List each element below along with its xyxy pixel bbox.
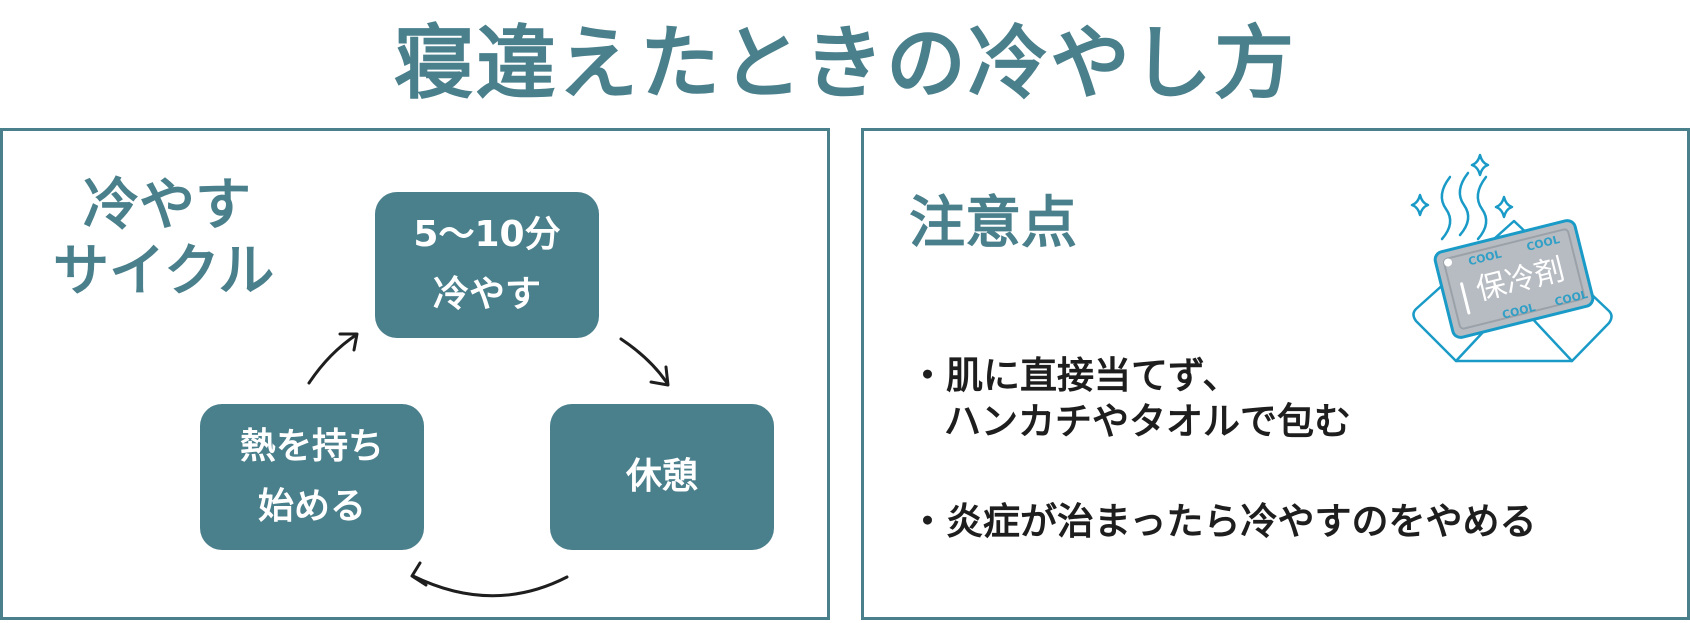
- cycle-label-line2: サイクル: [53, 239, 275, 304]
- page-title: 寝違えたときの冷やし方: [394, 17, 1296, 110]
- sparkle-icon: [1494, 195, 1514, 219]
- notes-panel: 注意点 ・肌に直接当てず、 ハンカチやタオルで包む ・炎症が治まったら冷やすのを…: [861, 128, 1690, 620]
- cycle-step-rest: 休憩: [550, 404, 774, 550]
- cycle-label: 冷やす サイクル: [53, 173, 274, 305]
- cycle-step-heat: 熱を持ち 始める: [200, 404, 424, 550]
- cycle-step-cool-line2: 冷やす: [432, 274, 541, 315]
- cycle-step-heat-line1: 熱を持ち: [239, 426, 384, 467]
- sparkle-icon: [1470, 153, 1490, 177]
- arrow-icon: [410, 561, 569, 598]
- cycle-step-heat-line2: 始める: [257, 486, 366, 527]
- cold-pack-icon: COOL COOL COOL COOL 保冷剤: [1410, 153, 1613, 363]
- cycle-step-cool: 5〜10分 冷やす: [375, 192, 599, 338]
- note-item-line2: ハンカチやタオルで包む: [944, 400, 1351, 443]
- note-item-line1: ・肌に直接当てず、: [909, 354, 1240, 397]
- note-item: ・肌に直接当てず、 ハンカチやタオルで包む: [909, 353, 1351, 445]
- arrow-icon: [307, 332, 359, 385]
- cycle-arrows: [307, 332, 670, 598]
- sparkle-icon: [1410, 193, 1430, 217]
- cycle-step-cool-line1: 5〜10分: [413, 214, 561, 255]
- note-item-line1: ・炎症が治まったら冷やすのをやめる: [909, 500, 1537, 543]
- arrow-icon: [619, 337, 670, 387]
- cycle-step-rest-line1: 休憩: [625, 456, 698, 497]
- notes-title: 注意点: [909, 191, 1077, 256]
- cold-wave-icon: [1440, 171, 1488, 241]
- note-item: ・炎症が治まったら冷やすのをやめる: [909, 499, 1537, 545]
- cycle-label-line1: 冷やす: [83, 173, 251, 238]
- cycle-panel: 冷やす サイクル 5〜10分 冷やす 休憩 熱を持ち 始める: [0, 128, 830, 620]
